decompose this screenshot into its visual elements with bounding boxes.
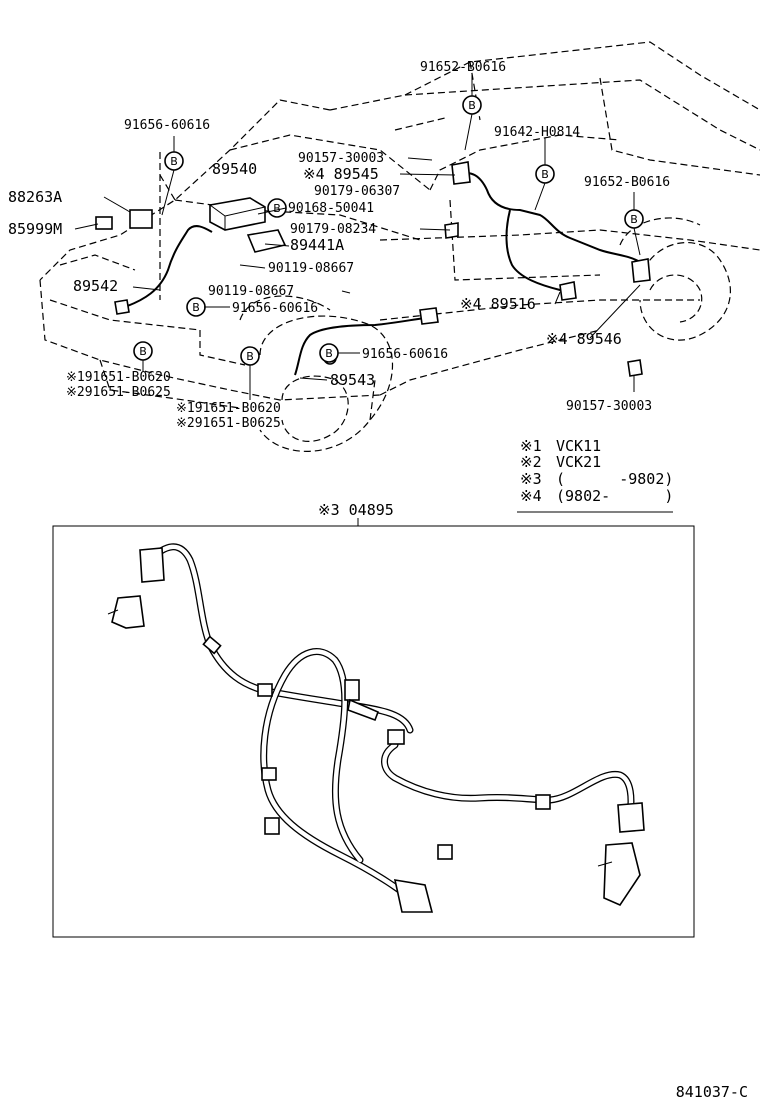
- label-89542: 89542: [73, 277, 118, 295]
- legend-key-1: ※1: [520, 437, 542, 455]
- harness-89516: [459, 172, 641, 263]
- label-90168: 90168-50041: [288, 201, 374, 216]
- sensor-89545: [451, 161, 471, 185]
- abs-ecu-89540: [209, 197, 266, 231]
- bolt-symbol-icon: B: [267, 198, 287, 218]
- legend: ※1 VCK11 ※2 VCK21 ※3 ( -9802) ※4 (9802- …: [517, 437, 673, 513]
- label-191651-right: ※191651-B0620: [176, 401, 281, 416]
- legend-val-4: (9802- ): [556, 487, 673, 505]
- svg-text:B: B: [170, 155, 178, 168]
- clamp: [535, 794, 551, 810]
- label-89545: ※4 89545: [303, 165, 379, 183]
- legend-val-1: VCK11: [556, 437, 601, 455]
- svg-text:B: B: [139, 345, 147, 358]
- sensor-top-left: [139, 547, 165, 583]
- clamp: [202, 635, 222, 655]
- clamp: [261, 767, 277, 781]
- diagram-id: 841037-C: [676, 1083, 748, 1101]
- label-04895: ※3 04895: [318, 501, 394, 519]
- label-91642: 91642-H0814: [494, 125, 580, 140]
- label-91652-top: 91652-B0616: [420, 60, 506, 75]
- part-labels: 91652-B0616 91656-60616 91642-H0814 8954…: [8, 60, 670, 431]
- relay-88263a: [129, 209, 153, 229]
- sensor-right-upper: [617, 802, 645, 833]
- bolt-symbol-icon: B: [535, 164, 555, 184]
- svg-text:B: B: [273, 202, 281, 215]
- clamp: [387, 729, 405, 745]
- connector-bottom: [393, 879, 434, 913]
- label-91656-mid: 91656-60616: [232, 301, 318, 316]
- label-90119-a: 90119-08667: [268, 261, 354, 276]
- label-291651-left: ※291651-B0625: [66, 385, 171, 400]
- clamp: [344, 679, 360, 701]
- label-191651-left: ※191651-B0620: [66, 370, 171, 385]
- label-90179-06307: 90179-06307: [314, 184, 400, 199]
- legend-val-3: ( -9802): [556, 470, 673, 488]
- label-90157-a: 90157-30003: [298, 151, 384, 166]
- label-91656-top: 91656-60616: [124, 118, 210, 133]
- clamp: [257, 683, 273, 697]
- sensor-89546: [631, 258, 651, 283]
- label-89516: ※4 89516: [460, 295, 536, 313]
- bracket: [347, 698, 380, 722]
- svg-text:B: B: [246, 350, 254, 363]
- legend-key-3: ※3: [520, 470, 542, 488]
- bolt-symbol-icon: B: [164, 151, 184, 171]
- label-91652-right: 91652-B0616: [584, 175, 670, 190]
- leader-lines: [74, 74, 641, 526]
- legend-val-2: VCK21: [556, 453, 601, 471]
- label-291651-right: ※291651-B0625: [176, 416, 281, 431]
- label-89540: 89540: [212, 160, 257, 178]
- bolt-symbol-icon: B: [462, 95, 482, 115]
- sensor-wire-89542: [121, 225, 213, 309]
- legend-key-2: ※2: [520, 453, 542, 471]
- vehicle-outline: [39, 41, 760, 452]
- bolt-symbols: B B B B B B B B B: [133, 95, 644, 366]
- bracket-89441a: [246, 229, 287, 253]
- label-88263a: 88263A: [8, 188, 62, 206]
- label-85999m: 85999M: [8, 220, 62, 238]
- svg-text:B: B: [325, 347, 333, 360]
- bolt-symbol-icon: B: [319, 343, 339, 363]
- bolt-symbol-icon: B: [186, 297, 206, 317]
- label-89546: ※4 89546: [546, 330, 622, 348]
- svg-text:B: B: [541, 168, 549, 181]
- label-90179-08234: 90179-08234: [290, 222, 376, 237]
- label-90157-b: 90157-30003: [566, 399, 652, 414]
- svg-text:B: B: [630, 213, 638, 226]
- sensor-wire-89543: [294, 317, 426, 376]
- bolt-symbol-icon: B: [133, 341, 153, 361]
- inset-frame: [52, 525, 695, 938]
- bolt-symbol-icon: B: [240, 346, 260, 366]
- label-89543: 89543: [330, 371, 375, 389]
- clamp: [437, 844, 453, 860]
- sensor-89543-end: [419, 307, 439, 325]
- legend-key-4: ※4: [520, 487, 542, 505]
- svg-text:B: B: [192, 301, 200, 314]
- relay-85999m: [95, 216, 113, 230]
- sensor-left: [111, 595, 145, 629]
- sensor-89542-end: [114, 299, 130, 315]
- bolt-symbol-icon: B: [624, 209, 644, 229]
- label-90119-b: 90119-08667: [208, 284, 294, 299]
- sensor-right-lower: [603, 842, 641, 907]
- harness-04895: [107, 543, 645, 913]
- label-89441a: 89441A: [290, 236, 344, 254]
- clamp: [264, 817, 280, 835]
- label-91656-low: 91656-60616: [362, 347, 448, 362]
- svg-text:B: B: [468, 99, 476, 112]
